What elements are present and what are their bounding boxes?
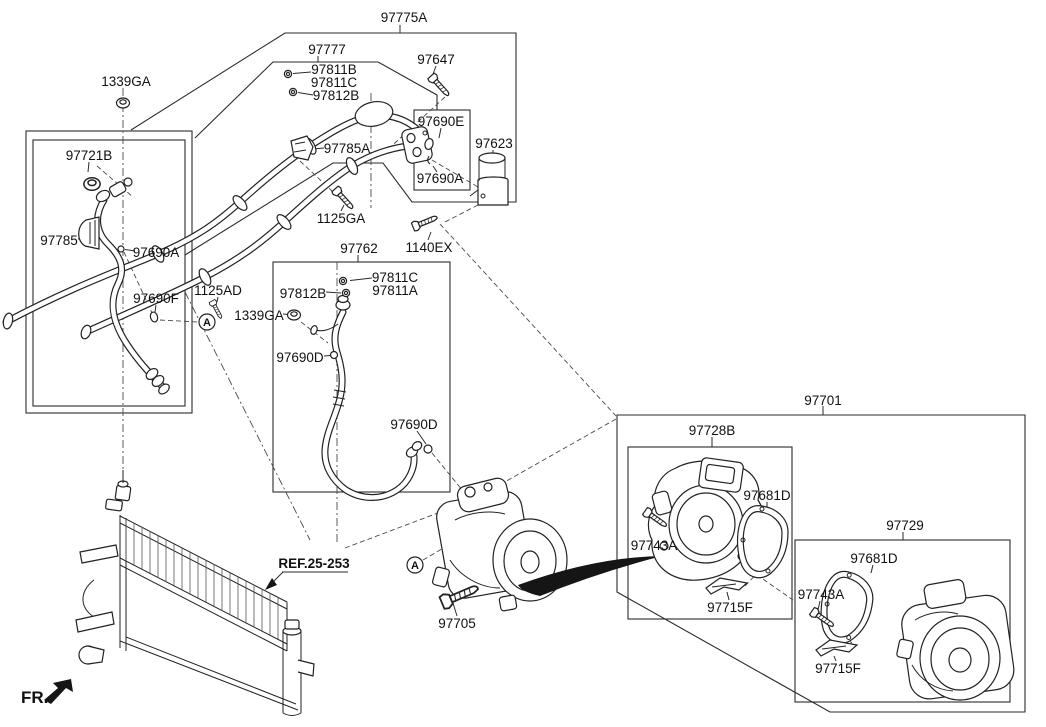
group-box-97762 — [272, 261, 451, 493]
front-direction-label: FR. — [21, 688, 48, 707]
grommet-97812b-mid — [341, 288, 351, 298]
part-label-97715f-1: 97715F — [707, 600, 753, 615]
stud-97690a-top — [427, 155, 431, 165]
bracket-97785 — [78, 216, 100, 250]
part-label-97785: 97785 — [40, 233, 78, 248]
bracket-97715f-1 — [705, 577, 748, 595]
group-boxes — [25, 32, 1026, 713]
section-marker-a-left: A — [198, 313, 216, 331]
part-label-1339ga-top: 1339GA — [101, 74, 151, 89]
part-label-97762: 97762 — [340, 241, 378, 256]
grommet-97811c-mid — [338, 276, 348, 286]
part-label-97681d-2: 97681D — [850, 551, 898, 566]
oring-97690d-1 — [329, 350, 339, 360]
part-label-97811c-mid: 97811C — [372, 270, 419, 285]
group-box-97775a — [130, 32, 517, 256]
bolt-97647 — [426, 72, 453, 100]
part-label-97812b-top: 97812B — [313, 88, 360, 103]
part-label-97690f: 97690F — [133, 291, 179, 306]
condenser-top-fitting — [105, 470, 132, 512]
part-label-97811b: 97811B — [311, 62, 357, 77]
hose-end-fitting — [401, 126, 433, 164]
bolt-1125ga — [330, 185, 357, 213]
part-label-1339ga-mid: 1339GA — [234, 308, 284, 323]
section-marker-letter: A — [411, 560, 419, 572]
oring-97690f — [149, 311, 159, 323]
part-label-1125ad: 1125AD — [194, 283, 242, 298]
part-label-97812b-mid: 97812B — [280, 286, 327, 301]
condenser-brackets — [75, 544, 119, 665]
group-box-97777 — [194, 61, 438, 139]
part-label-97775a: 97775A — [381, 10, 428, 25]
nut-1339ga-top — [115, 97, 131, 109]
oring-97690d-2 — [423, 444, 433, 454]
part-label-97811a: 97811A — [372, 283, 418, 298]
part-label-97728b: 97728B — [689, 423, 736, 438]
group-box-left-inner — [32, 139, 186, 407]
part-label-97743a-2: 97743A — [798, 587, 845, 602]
part-label-97690a-top: 97690A — [417, 171, 464, 186]
oring-97690a-left — [117, 245, 125, 253]
group-box-97728b — [627, 446, 793, 620]
discharge-suction-hose-assembly — [2, 101, 433, 340]
part-label-97623: 97623 — [475, 136, 513, 151]
pointer-swoosh — [518, 556, 662, 596]
compressor-97729 — [896, 579, 1015, 701]
front-direction-arrow-icon — [44, 679, 73, 704]
part-label-97647: 97647 — [417, 52, 455, 67]
part-label-1140ex: 1140EX — [405, 240, 452, 255]
gasket-97681d-1 — [736, 505, 789, 579]
bolt-1140ex — [410, 212, 440, 233]
grommet-97812b — [288, 87, 298, 97]
section-marker-letter: A — [203, 317, 211, 329]
nut-1339ga-mid — [286, 309, 302, 321]
liquid-hose-97762 — [286, 276, 433, 501]
receiver-drier — [282, 619, 315, 716]
suction-pipe-group — [78, 177, 170, 395]
group-box-left-outer — [25, 130, 193, 414]
part-label-97701: 97701 — [804, 393, 842, 408]
part-label-97690a-left: 97690A — [133, 245, 180, 260]
clutch-pulley-97728b — [647, 457, 764, 581]
section-marker-a-mid: A — [406, 556, 424, 574]
part-label-97690d-1: 97690D — [276, 350, 324, 365]
part-label-97690e: 97690E — [418, 114, 465, 129]
part-number-labels: 97775A 97777 97811B 97811C 97812B 97647 … — [21, 10, 924, 707]
part-label-97690d-2: 97690D — [390, 417, 438, 432]
gasket-97681d-2 — [817, 568, 877, 647]
part-label-97721b: 97721B — [66, 148, 113, 163]
part-label-97811c-top: 97811C — [311, 75, 358, 90]
valve-97623 — [469, 152, 509, 206]
nut-97721b — [83, 177, 101, 191]
grommet-97811b — [283, 69, 293, 79]
condenser-ref — [75, 470, 315, 716]
part-label-97715f-2: 97715F — [815, 661, 861, 676]
clamp-97785a — [290, 135, 314, 161]
part-label-1125ga: 1125GA — [317, 211, 366, 226]
part-label-97705: 97705 — [438, 616, 476, 631]
part-label-97681d-1: 97681D — [743, 488, 791, 503]
oring-97690e — [424, 137, 434, 151]
part-label-97785a: 97785A — [324, 141, 371, 156]
part-label-97729: 97729 — [886, 518, 924, 533]
reference-label: REF.25-253 — [278, 556, 350, 571]
part-label-97777: 97777 — [308, 42, 346, 57]
ref-arrow — [265, 571, 348, 590]
part-label-97743a-1: 97743A — [631, 538, 678, 553]
